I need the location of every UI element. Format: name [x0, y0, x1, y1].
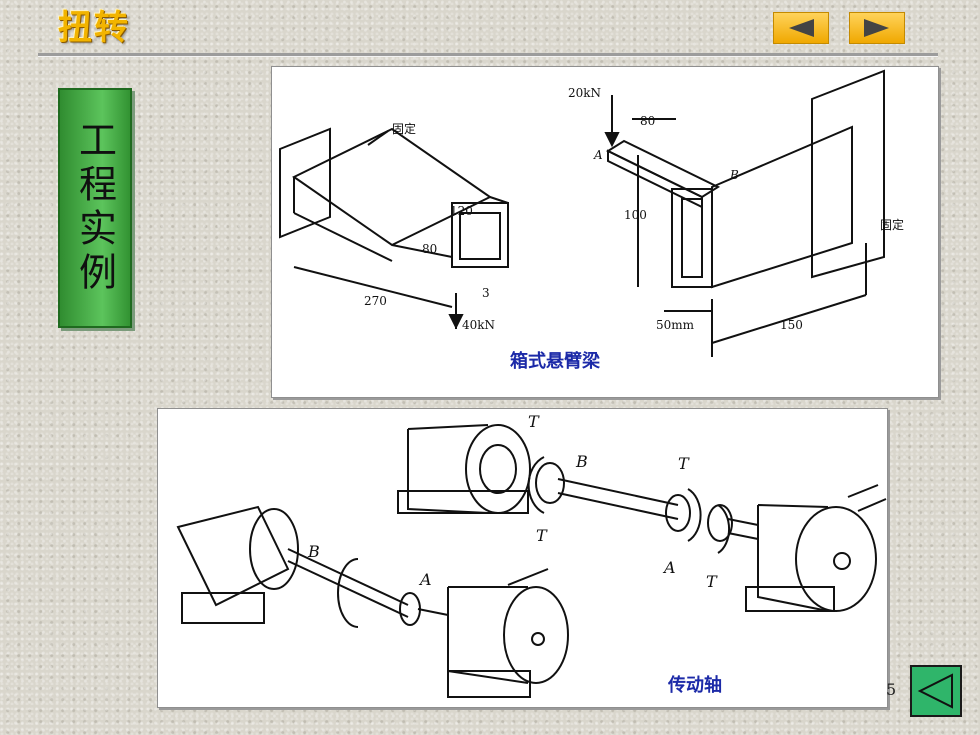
label-point-b: B — [729, 168, 739, 182]
label-dim-80-side: 80 — [422, 242, 437, 256]
label-load-top: 20kN — [568, 86, 601, 100]
label-a-right: A — [662, 558, 676, 577]
label-dim-150: 150 — [780, 318, 803, 332]
label-load-bottom: 40kN — [462, 318, 495, 332]
label-b-left: B — [307, 542, 320, 561]
label-fixed-right: 固定 — [880, 217, 904, 232]
figure-top-caption: 箱式悬臂梁 — [510, 351, 600, 372]
label-dim-3: 3 — [482, 286, 490, 300]
label-dim-50mm: 50mm — [656, 318, 695, 332]
label-dim-120: 120 — [450, 204, 473, 218]
previous-slide-button[interactable] — [773, 12, 829, 44]
title-divider — [38, 53, 938, 57]
back-button[interactable] — [910, 665, 962, 717]
label-a-left: A — [418, 570, 432, 589]
slide-title: 扭转 — [58, 8, 130, 48]
drive-shaft-figure: T B T T A T B A 传动轴 — [157, 408, 888, 708]
label-t-right: T — [678, 454, 690, 473]
drive-shaft-drawing: T B T T A T B A — [176, 412, 887, 698]
box-cantilever-figure: 固定 固定 20kN 40kN 80 120 80 3 270 100 50mm… — [271, 66, 939, 398]
label-dim-100: 100 — [624, 208, 647, 222]
label-point-a: A — [593, 148, 603, 162]
triangle-left-icon — [789, 19, 814, 37]
label-t-mid: T — [536, 526, 548, 545]
label-dim-80-top: 80 — [640, 114, 655, 128]
label-t-right-low: T — [706, 572, 718, 591]
box-cantilever-drawing: 固定 固定 20kN 40kN 80 120 80 3 270 100 50mm… — [279, 69, 904, 357]
triangle-left-icon — [917, 673, 953, 709]
label-dim-270: 270 — [364, 294, 387, 308]
label-fixed-left: 固定 — [392, 121, 416, 136]
label-t-top: T — [528, 412, 540, 431]
figure-bottom-caption: 传动轴 — [668, 675, 722, 696]
triangle-right-icon — [864, 19, 889, 37]
next-slide-button[interactable] — [849, 12, 905, 44]
label-b-top: B — [575, 452, 588, 471]
engineering-examples-label: 工程实例 — [58, 88, 132, 328]
side-label-text: 工程实例 — [72, 120, 117, 296]
page-number: 5 — [886, 680, 897, 699]
